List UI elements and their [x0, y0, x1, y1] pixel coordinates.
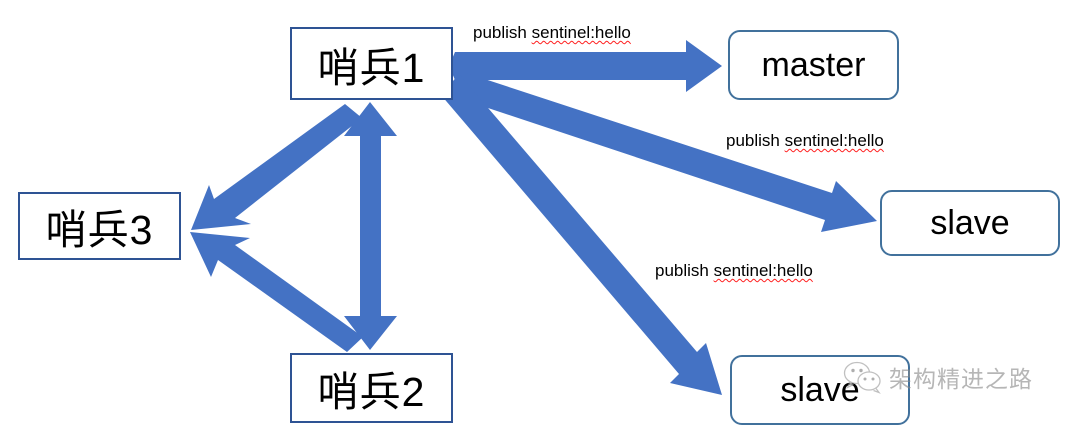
node-slave-2[interactable]: slave [730, 355, 910, 425]
node-master[interactable]: master [728, 30, 899, 100]
sentinel-hello-channel: sentinel:hello [713, 261, 813, 280]
node-sentinel1-label: 哨兵1 [317, 44, 426, 91]
node-sentinel2-label: 哨兵2 [317, 369, 426, 415]
sentinel-hello-channel: sentinel:hello [784, 131, 884, 150]
sentinel-hello-channel: sentinel:hello [531, 23, 631, 42]
node-sentinel2[interactable]: 哨兵2 [290, 353, 453, 423]
publish-keyword: publish [473, 23, 532, 42]
publish-keyword: publish [655, 261, 714, 280]
node-master-label: master [761, 45, 866, 84]
node-slave-2-label: slave [780, 370, 860, 409]
node-slave-1[interactable]: slave [880, 190, 1060, 256]
publish-keyword: publish [726, 131, 785, 150]
edge-label-publish-slave-2: publish sentinel:hello [655, 261, 813, 281]
node-slave-1-label: slave [930, 203, 1010, 242]
node-sentinel3[interactable]: 哨兵3 [18, 192, 181, 260]
edge-sentinel1-to-slave2 [441, 74, 722, 395]
edge-sentinel3-to-sentinel2 [190, 232, 363, 352]
edge-sentinel1-to-sentinel2 [344, 102, 397, 350]
node-sentinel3-label: 哨兵3 [45, 207, 154, 253]
node-sentinel1[interactable]: 哨兵1 [290, 27, 453, 100]
edge-label-publish-slave-1: publish sentinel:hello [726, 131, 884, 151]
edge-label-publish-master: publish sentinel:hello [473, 23, 631, 43]
edge-sentinel1-to-sentinel3 [191, 104, 362, 230]
edge-sentinel1-to-slave1 [452, 70, 877, 232]
